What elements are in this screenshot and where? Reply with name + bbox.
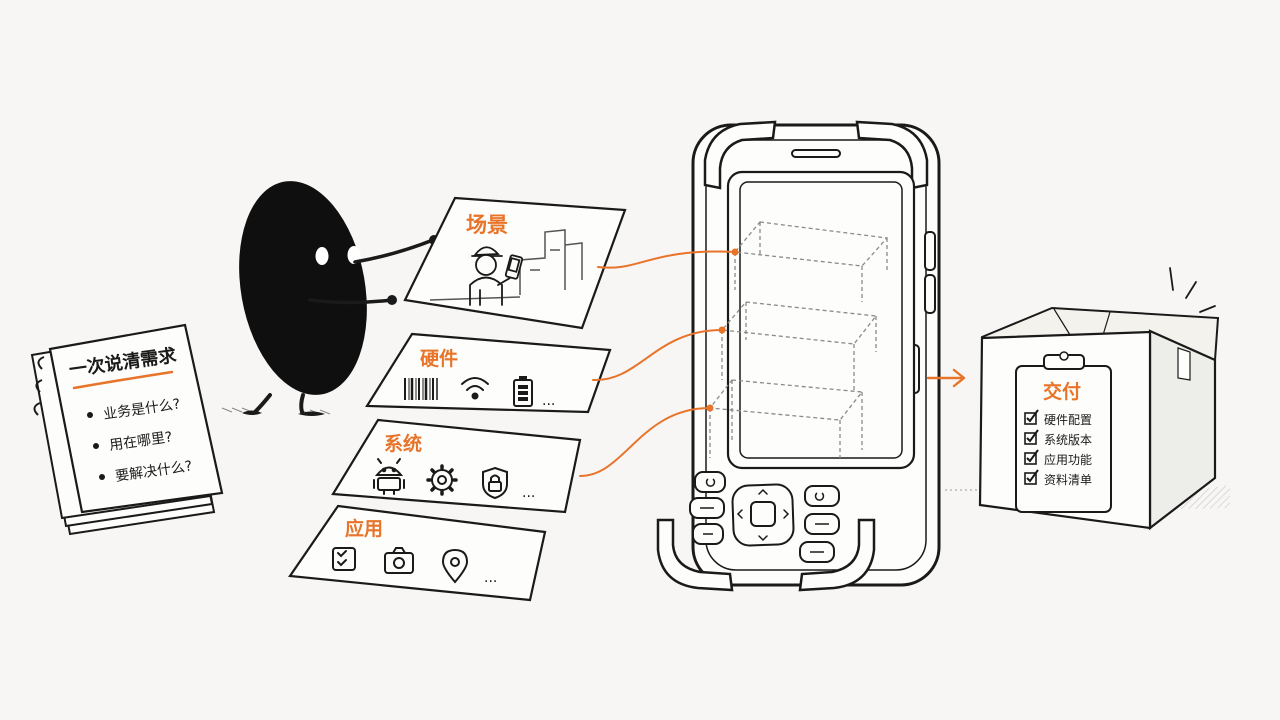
layer-label: 硬件 (420, 347, 458, 370)
delivery-label: 交付 (1043, 380, 1081, 403)
more-indicator: ... (484, 570, 497, 586)
device-keypad (689, 471, 840, 563)
android-icon (373, 458, 405, 495)
delivery-box: 交付 硬件配置 系统版本 应用功能 资料清单 (945, 267, 1230, 531)
wifi-icon (461, 377, 489, 400)
corner-bumpers (656, 120, 929, 592)
delivery-item: 资料清单 (1044, 473, 1092, 487)
barcode-icon (404, 378, 438, 400)
delivery-item: 应用功能 (1044, 452, 1092, 467)
checklist-icon (332, 547, 356, 571)
layer-label: 应用 (345, 517, 383, 540)
layer-connectors (579, 250, 736, 477)
layer-label: 系统 (384, 432, 422, 455)
worker-with-scanner-icon (469, 246, 524, 306)
delivery-checklist: 硬件配置 系统版本 应用功能 资料清单 (1024, 409, 1092, 487)
shield-lock-icon (482, 466, 508, 500)
location-pin-icon (441, 548, 469, 584)
arrow-to-delivery (926, 368, 966, 388)
checkbox-icon (1024, 409, 1039, 485)
delivery-clipboard: 交付 硬件配置 系统版本 应用功能 资料清单 (1015, 351, 1112, 513)
layer-panel-scene: 场景 (403, 196, 627, 330)
device-screen (706, 170, 916, 470)
layer-label: 场景 (466, 213, 508, 237)
more-indicator: ... (522, 485, 535, 501)
layer-panel-hardware: 硬件 ... (365, 332, 612, 414)
blob-character (221, 181, 439, 416)
layer-panel-app: 应用 ... (288, 504, 547, 602)
gear-icon (426, 464, 458, 496)
battery-icon (513, 376, 533, 407)
layer-panel-system: 系统 (331, 418, 582, 514)
rugged-handheld-device (656, 120, 941, 592)
delivery-item: 硬件配置 (1044, 413, 1092, 427)
camera-icon (384, 547, 414, 574)
delivery-item: 系统版本 (1044, 433, 1092, 447)
more-indicator: ... (542, 393, 555, 409)
requirements-note: 一次说清需求 业务是什么? 用在哪里? 要解决什么? (30, 323, 224, 536)
